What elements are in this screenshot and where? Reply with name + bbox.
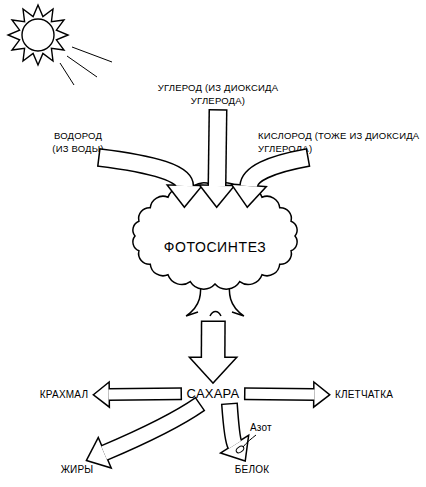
product-hub: САХАРА: [186, 385, 241, 403]
arrow-head-outline: [95, 384, 109, 406]
arrow-head: [95, 384, 109, 406]
node-text: ФОТОСИНТЕЗ: [130, 238, 300, 257]
node-text: УГЛЕРОД (ИЗ ДИОКСИДА УГЛЕРОДА): [152, 82, 285, 108]
product-label: ЖИРЫ: [60, 463, 95, 477]
node-text: КЛЕТЧАТКА: [334, 388, 395, 402]
arrow-head-outline: [191, 358, 235, 382]
source-label: ВОДОРОД (ИЗ ВОДЫ): [51, 130, 105, 156]
block-arrow: [222, 403, 247, 460]
arrow-head-outline: [314, 384, 328, 406]
arrow-head: [314, 384, 328, 406]
sun-rays: [8, 5, 68, 65]
arrow-outline: [229, 403, 235, 445]
node-text: КРАХМАЛ: [39, 388, 90, 402]
arrow-outline: [244, 387, 315, 401]
sun-beam: [72, 47, 112, 62]
arrow-head-outline: [88, 439, 110, 467]
arrow-body: [249, 158, 308, 187]
block-arrow: [191, 321, 235, 383]
source-label: КИСЛОРОД (ТОЖЕ ИЗ ДИОКСИДА УГЛЕРОДА): [258, 130, 422, 156]
block-arrow: [88, 404, 201, 467]
tree-node: ФОТОСИНТЕЗ: [130, 200, 300, 318]
arrow-outline: [109, 387, 183, 401]
arrow-body: [230, 405, 236, 445]
leader-line: [243, 435, 256, 447]
arrow-outline: [249, 157, 309, 186]
annotation-label: Азот: [250, 421, 272, 435]
arrow-outline: [201, 321, 226, 359]
arrow-outline: [217, 109, 218, 186]
sun-disc: [22, 19, 54, 51]
node-text: КИСЛОРОД (ТОЖЕ ИЗ ДИОКСИДА УГЛЕРОДА): [258, 130, 422, 156]
arrow-head: [222, 437, 247, 460]
arrow-body: [217, 111, 218, 186]
arrow-head: [88, 439, 110, 467]
arrow-body: [246, 389, 315, 400]
tree-crown: [133, 183, 297, 289]
sun-beam: [60, 63, 74, 85]
block-arrow: [244, 384, 329, 406]
node-text: ВОДОРОД (ИЗ ВОДЫ): [51, 130, 105, 156]
product-label: КЛЕТЧАТКА: [334, 388, 395, 402]
arrow-body: [202, 322, 224, 358]
sun-beam: [67, 56, 97, 77]
arrow-outline: [104, 404, 200, 453]
arrow-body: [104, 405, 199, 454]
tree-outline: [130, 200, 300, 318]
arrow-outline: [98, 157, 185, 186]
leader-loop: [235, 445, 245, 454]
arrow-head-outline: [222, 437, 247, 460]
block-arrow: [95, 384, 183, 406]
node-text: БЕЛОК: [234, 463, 271, 477]
arrow-body: [100, 158, 185, 186]
source-label: УГЛЕРОД (ИЗ ДИОКСИДА УГЛЕРОДА): [152, 82, 285, 108]
product-label: КРАХМАЛ: [39, 388, 90, 402]
node-text: ЖИРЫ: [60, 463, 95, 477]
arrow-head: [191, 358, 235, 382]
node-text: САХАРА: [186, 385, 241, 403]
product-label: БЕЛОК: [234, 463, 271, 477]
arrow-body: [109, 389, 181, 400]
